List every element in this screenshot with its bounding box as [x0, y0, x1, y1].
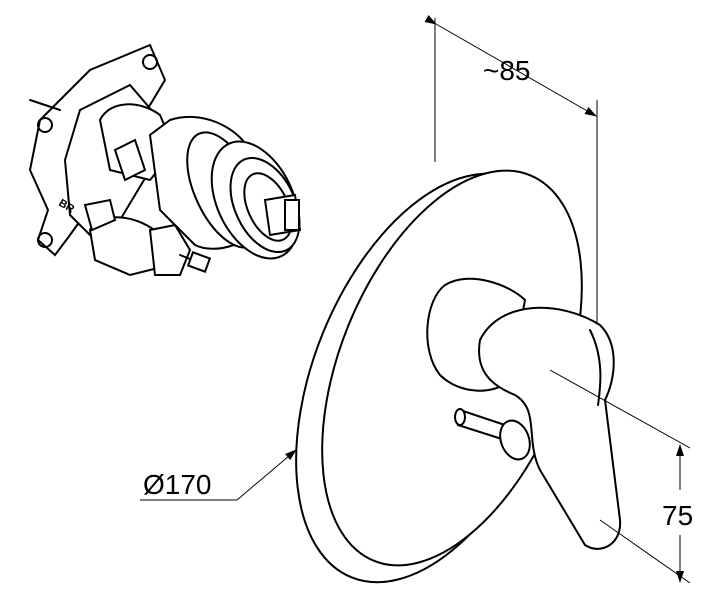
depth-dimension: ~85: [424, 15, 598, 530]
depth-label: ~85: [483, 55, 531, 86]
concealed-valve-body: BR: [28, 43, 302, 277]
diameter-label: Ø170: [143, 469, 212, 500]
height-label: 75: [662, 500, 693, 531]
diameter-dimension: Ø170: [140, 449, 297, 501]
mixer-handle: [426, 277, 622, 550]
height-dimension: 75: [549, 369, 693, 584]
